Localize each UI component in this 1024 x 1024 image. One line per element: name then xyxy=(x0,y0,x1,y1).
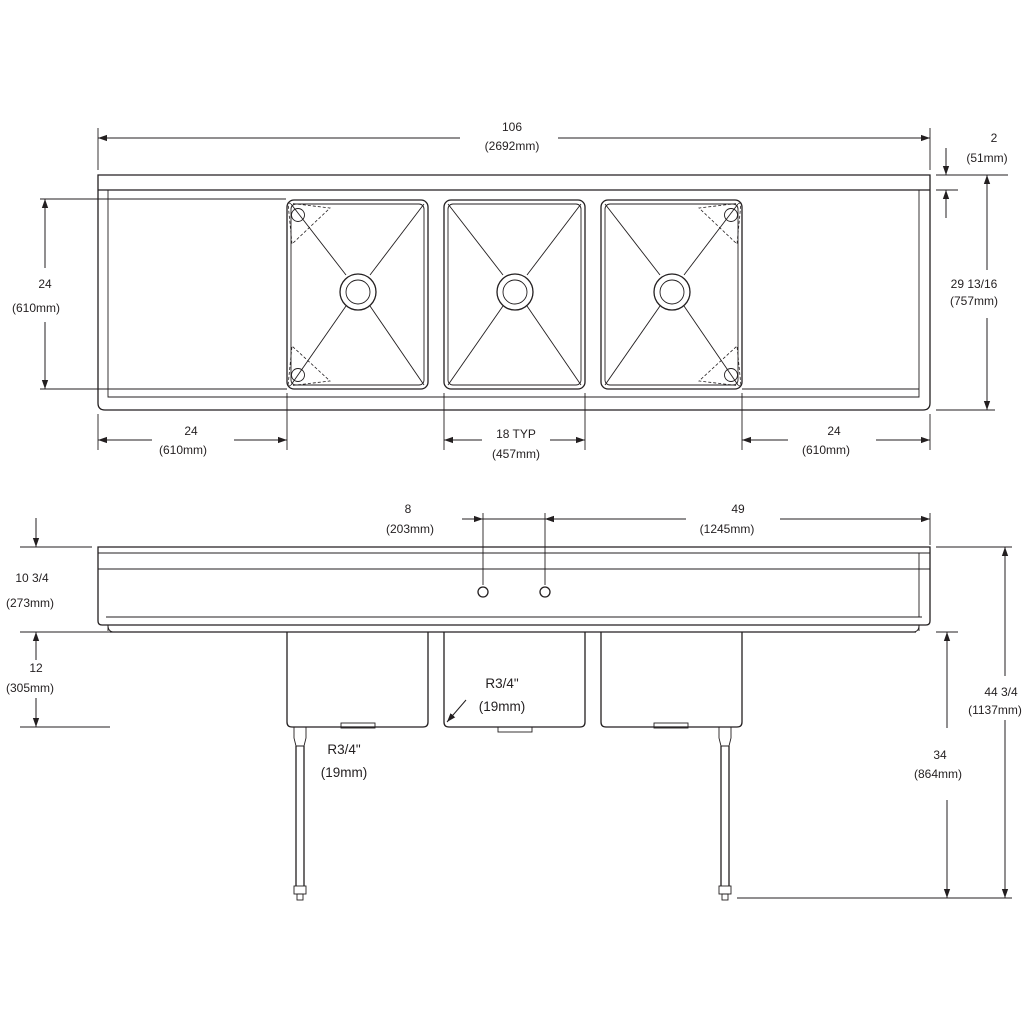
dim-overall-height-metric: (1137mm) xyxy=(968,703,1022,717)
radius-center-metric: (19mm) xyxy=(479,699,526,714)
dim-left-drainboard-metric: (610mm) xyxy=(159,443,207,457)
dim-overall-height-imperial: 44 3/4 xyxy=(984,685,1018,699)
bowl-front-left xyxy=(286,632,429,728)
leg-left xyxy=(293,727,307,901)
bowl-right xyxy=(600,199,743,390)
dim-working-height-imperial: 34 xyxy=(933,748,947,762)
dim-bowl-depth-imperial: 24 xyxy=(38,277,52,291)
dim-working-height-metric: (864mm) xyxy=(914,767,962,781)
radius-center-imperial: R3/4" xyxy=(485,676,519,691)
drain-outlet xyxy=(497,726,533,733)
corner-bracket-icon xyxy=(287,202,331,245)
dim-overall-width-metric: (2692mm) xyxy=(485,139,540,153)
rim-inner xyxy=(107,190,920,398)
drain-outer xyxy=(496,273,534,311)
radius-left-metric: (19mm) xyxy=(321,765,368,780)
dim-faucet-spacing-imperial: 8 xyxy=(405,502,412,516)
front-view: 8 (203mm) 49 (1245mm) 10 3/4 (273mm) 12 … xyxy=(6,502,1022,901)
drain-inner xyxy=(345,279,371,305)
drain-inner xyxy=(502,279,528,305)
drain-outer xyxy=(339,273,377,311)
bowl-center xyxy=(443,199,586,390)
leg-right xyxy=(718,727,732,901)
radius-center-leader xyxy=(446,699,467,723)
dim-right-drainboard-metric: (610mm) xyxy=(802,443,850,457)
dim-overall-depth-imperial: 29 13/16 xyxy=(951,277,998,291)
dim-splash-height-imperial: 10 3/4 xyxy=(15,571,49,585)
dim-faucet-offset-imperial: 49 xyxy=(731,502,745,516)
dim-bowl-width-metric: (457mm) xyxy=(492,447,540,461)
drain-outer xyxy=(653,273,691,311)
bowl-front-right xyxy=(600,632,743,728)
dim-backsplash-imperial: 2 xyxy=(991,131,998,145)
dim-faucet-spacing-metric: (203mm) xyxy=(386,522,434,536)
dim-bowl-width-imperial: 18 TYP xyxy=(496,427,536,441)
sink-outline xyxy=(97,174,931,411)
dim-bowl-depth-metric: (610mm) xyxy=(12,301,60,315)
dim-right-drainboard-imperial: 24 xyxy=(827,424,841,438)
drain-outlet xyxy=(653,722,689,729)
dim-faucet-offset-metric: (1245mm) xyxy=(700,522,755,536)
dim-bowl-height-imperial: 12 xyxy=(29,661,43,675)
faucet-hole xyxy=(539,586,551,598)
corner-bracket-icon xyxy=(698,345,742,387)
dim-overall-depth-metric: (757mm) xyxy=(950,294,998,308)
bowl-left xyxy=(286,199,429,390)
faucet-hole xyxy=(477,586,489,598)
radius-left-imperial: R3/4" xyxy=(327,742,361,757)
dim-overall-width-imperial: 106 xyxy=(502,120,522,134)
drain-inner xyxy=(659,279,685,305)
dim-splash-height-metric: (273mm) xyxy=(6,596,54,610)
corner-bracket-icon xyxy=(287,345,331,387)
corner-bracket-icon xyxy=(698,202,742,245)
drain-outlet xyxy=(340,722,376,729)
dim-left-drainboard-imperial: 24 xyxy=(184,424,198,438)
top-view: 106 (2692mm) 2 (51mm) 29 13/16 (757mm) 2… xyxy=(12,120,1008,461)
backsplash-front xyxy=(97,546,931,626)
dim-bowl-height-metric: (305mm) xyxy=(6,681,54,695)
dim-backsplash-metric: (51mm) xyxy=(966,151,1007,165)
